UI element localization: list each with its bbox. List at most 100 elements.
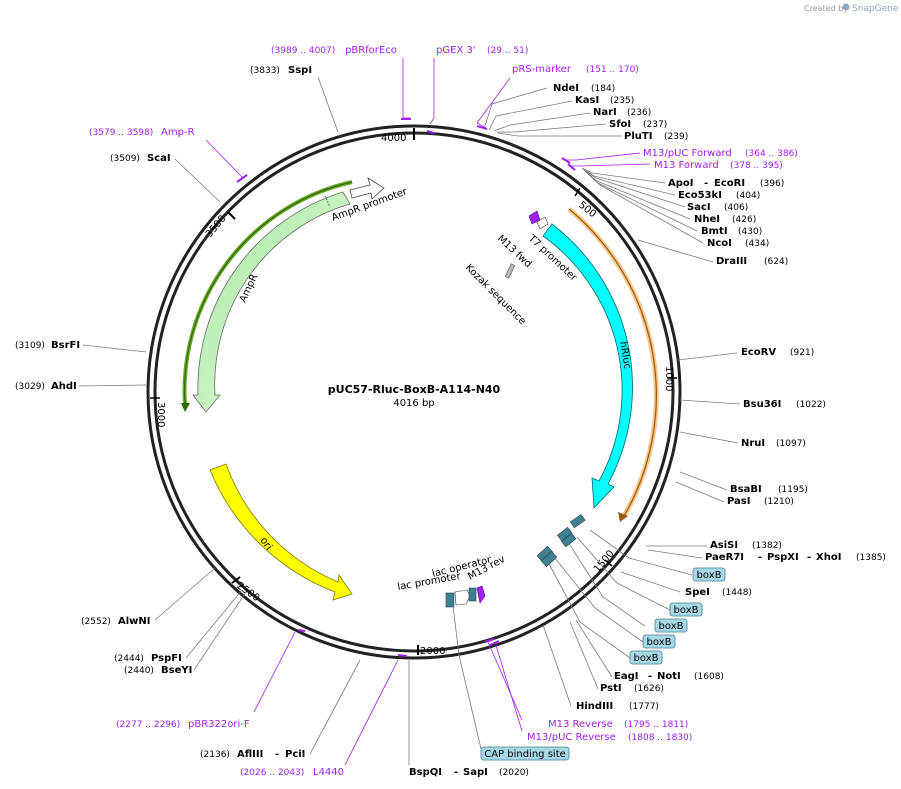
primer-pbrforeco[interactable]: pBRforEco (345, 45, 397, 56)
site-nhei[interactable]: NheI (694, 214, 720, 225)
site-pos-saci: (406) (724, 203, 748, 213)
site-xhoi[interactable]: XhoI (816, 552, 841, 563)
site-ecori[interactable]: EcoRI (714, 178, 745, 189)
site-bsu36i[interactable]: Bsu36I (743, 399, 781, 410)
hrluc-label: hRluc (617, 341, 633, 370)
lac-promoter-feature[interactable] (454, 589, 471, 606)
site-pcii[interactable]: PciI (285, 749, 305, 760)
site-nrui[interactable]: NruI (741, 438, 765, 449)
boxb-label: boxB (697, 570, 722, 581)
boxb-label-box[interactable] (669, 602, 703, 617)
primer-pbr322ori[interactable]: pBR322ori-F (188, 719, 250, 730)
boxb-label: boxB (647, 637, 672, 648)
site-afliii[interactable]: AflIII (237, 749, 263, 760)
site-sfoi[interactable]: SfoI (609, 119, 631, 130)
site-ndei[interactable]: NdeI (553, 83, 579, 94)
boxb-label-box[interactable] (654, 618, 688, 633)
site-pos-hindiii: (1777) (629, 702, 659, 712)
hrluc-orf-line (568, 208, 657, 517)
kozak-label: Kozak sequence (463, 262, 528, 327)
site-pos-pspfi: (2444) (114, 654, 144, 664)
site-scai[interactable]: ScaI (147, 153, 171, 164)
ampr-promoter-feature[interactable] (349, 177, 385, 200)
hrluc-feature[interactable] (542, 223, 633, 509)
primer-pgex3[interactable]: pGEX 3' (436, 45, 476, 56)
site-bspqi[interactable]: BspQI (409, 767, 442, 778)
lac-operator-feature[interactable] (468, 587, 477, 602)
site-pos-draiii: (624) (764, 257, 788, 267)
site-pos-bmti: (430) (738, 227, 762, 237)
site-pos-sfoi: (237) (643, 120, 667, 130)
site-eco53ki[interactable]: Eco53kI (678, 190, 722, 201)
tick-label-1500: 1500 (592, 548, 617, 575)
site-bsabi[interactable]: BsaBI (730, 484, 762, 495)
boxb-feature[interactable] (569, 514, 586, 529)
tick-label-1000: 1000 (663, 366, 674, 391)
ori-feature[interactable] (209, 463, 353, 601)
site-sapi[interactable]: SapI (463, 767, 488, 778)
site-pos-bsrfi: (3109) (15, 341, 45, 351)
ampr-orf-arrowhead (181, 403, 190, 412)
site-ecorv[interactable]: EcoRV (741, 347, 776, 358)
primer-prsmarker[interactable]: pRS-marker (512, 64, 572, 75)
site-pos-bsu36i: (1022) (796, 400, 826, 410)
site-ncoi[interactable]: NcoI (707, 238, 732, 249)
credit-prefix: Created by (804, 4, 848, 13)
primer-l4440[interactable]: L4440 (313, 767, 344, 778)
primer-m13puc-fwd[interactable]: M13/pUC Forward (643, 148, 732, 159)
primer-pos-m13-fwd: (378 .. 395) (730, 161, 783, 171)
site-kasi[interactable]: KasI (575, 95, 599, 106)
boxb-feature[interactable] (561, 532, 577, 548)
site-alwni[interactable]: AlwNI (118, 616, 151, 627)
site-pasi[interactable]: PasI (727, 496, 750, 507)
primer-m13-rev[interactable]: M13 Reverse (548, 719, 613, 730)
site-eagi-sep: - (648, 671, 652, 682)
t7-promoter-feature[interactable] (536, 216, 549, 230)
site-bsrfi[interactable]: BsrFI (51, 340, 80, 351)
site-noti[interactable]: NotI (657, 671, 681, 682)
site-draiii[interactable]: DraIII (716, 256, 747, 267)
site-pspfi[interactable]: PspFI (151, 653, 182, 664)
m13-rev-feature[interactable] (476, 585, 486, 604)
site-eagi[interactable]: EagI (614, 671, 638, 682)
site-pluti[interactable]: PluTI (624, 131, 652, 142)
boxb-label-box[interactable] (642, 634, 676, 649)
cap-binding-label-box[interactable] (480, 746, 570, 761)
tick-mark (231, 576, 241, 584)
primer-m13puc-rev[interactable]: M13/pUC Reverse (527, 732, 616, 743)
site-spei[interactable]: SpeI (685, 587, 710, 598)
site-pos-bspqi: (2020) (499, 768, 529, 778)
site-hindiii[interactable]: HindIII (576, 701, 613, 712)
site-saci[interactable]: SacI (687, 202, 711, 213)
site-bseyi[interactable]: BseYI (161, 665, 192, 676)
boxb-label-box[interactable] (692, 567, 726, 582)
site-pos-spei: (1448) (722, 588, 752, 598)
site-bmti[interactable]: BmtI (701, 226, 728, 237)
site-afliii-sep: - (275, 749, 279, 760)
site-ahdi[interactable]: AhdI (51, 381, 77, 392)
primer-ampr[interactable]: Amp-R (161, 127, 195, 138)
site-pos-asisi: (1382) (752, 541, 782, 551)
tick-label-4000: 4000 (381, 133, 406, 144)
boxb-label-box[interactable] (629, 650, 663, 665)
site-paer7i-sep2: - (807, 552, 811, 563)
site-pspxi[interactable]: PspXI (767, 552, 799, 563)
site-pos-psti: (1626) (634, 684, 664, 694)
cap-binding-feature[interactable] (445, 592, 455, 608)
site-pos-eco53ki: (404) (736, 191, 760, 201)
tick-mark (604, 559, 613, 567)
site-bspqi-sep: - (454, 767, 458, 778)
site-apoi[interactable]: ApoI (668, 178, 694, 189)
site-sspi[interactable]: SspI (288, 65, 312, 76)
kozak-feature[interactable] (504, 263, 516, 279)
plasmid-name: pUC57-Rluc-BoxB-A114-N40 (328, 383, 501, 396)
primer-m13-fwd[interactable]: M13 Forward (654, 160, 719, 171)
ampr-feature[interactable] (192, 191, 351, 413)
site-pos-nari: (236) (627, 108, 651, 118)
site-asisi[interactable]: AsiSI (710, 540, 738, 551)
site-psti[interactable]: PstI (600, 683, 622, 694)
site-paer7i[interactable]: PaeR7I (705, 552, 744, 563)
boxb-feature[interactable] (540, 550, 558, 568)
site-nari[interactable]: NarI (593, 107, 617, 118)
site-pos-pasi: (1210) (764, 497, 794, 507)
